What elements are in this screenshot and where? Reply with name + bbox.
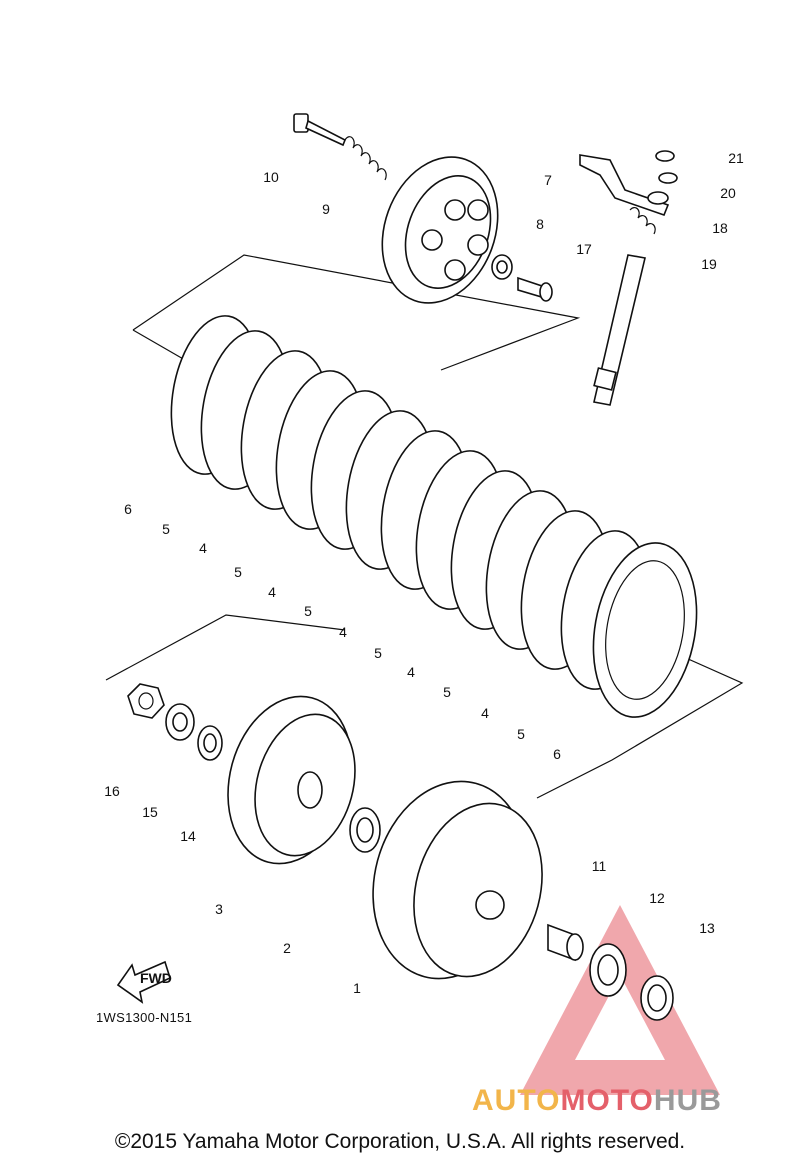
callout-19: 19 xyxy=(701,256,717,272)
callout-21: 21 xyxy=(728,150,744,166)
callout-9: 9 xyxy=(322,201,330,217)
copyright-notice: ©2015 Yamaha Motor Corporation, U.S.A. A… xyxy=(114,1130,686,1153)
thrust-washer-part xyxy=(349,807,381,853)
callout-7: 7 xyxy=(544,172,552,188)
clutch-plates-stack xyxy=(170,315,698,718)
callout-5: 5 xyxy=(304,603,312,619)
needle-bearing-part xyxy=(589,943,627,997)
fwd-arrow: FWD xyxy=(116,960,172,1004)
callout-5: 5 xyxy=(374,645,382,661)
callout-4: 4 xyxy=(199,540,207,556)
callout-8: 8 xyxy=(536,216,544,232)
clutch-housing-part xyxy=(372,780,543,980)
callout-15: 15 xyxy=(142,804,158,820)
bolt-part xyxy=(293,113,347,147)
callout-numbers: 1234444455555566789101112131415161718192… xyxy=(104,150,744,996)
nut-part xyxy=(127,683,165,719)
callout-4: 4 xyxy=(481,705,489,721)
callout-2: 2 xyxy=(283,940,291,956)
callout-10: 10 xyxy=(263,169,279,185)
hub-frame xyxy=(105,614,744,799)
callout-4: 4 xyxy=(268,584,276,600)
diagram-code: 1WS1300-N151 xyxy=(96,1010,193,1025)
washer-part xyxy=(197,725,223,761)
callout-13: 13 xyxy=(699,920,715,936)
spacer-part xyxy=(640,975,674,1021)
callout-6: 6 xyxy=(124,501,132,517)
spring-part xyxy=(344,136,387,181)
watermark-logo xyxy=(520,905,720,1095)
push-rod-part xyxy=(517,276,553,302)
callout-4: 4 xyxy=(339,624,347,640)
pressure-plate-part xyxy=(381,156,499,304)
watermark-text: AUTOMOTOHUB xyxy=(472,1084,722,1117)
callout-6: 6 xyxy=(553,746,561,762)
callout-12: 12 xyxy=(649,890,665,906)
callout-5: 5 xyxy=(234,564,242,580)
callout-11: 11 xyxy=(592,858,607,874)
push-lever-part xyxy=(579,150,678,235)
callout-16: 16 xyxy=(104,783,120,799)
collar-part xyxy=(547,923,584,962)
callout-18: 18 xyxy=(712,220,728,236)
callout-17: 17 xyxy=(576,241,592,257)
callout-3: 3 xyxy=(215,901,223,917)
fwd-label: FWD xyxy=(140,970,172,986)
callout-5: 5 xyxy=(517,726,525,742)
callout-5: 5 xyxy=(443,684,451,700)
callout-1: 1 xyxy=(353,980,361,996)
clutch-boss-part xyxy=(227,695,356,865)
callout-4: 4 xyxy=(407,664,415,680)
callout-14: 14 xyxy=(180,828,196,844)
push-shaft-part xyxy=(593,254,646,406)
bearing-part xyxy=(491,254,513,280)
lock-washer-part xyxy=(165,703,195,741)
callout-5: 5 xyxy=(162,521,170,537)
callout-20: 20 xyxy=(720,185,736,201)
